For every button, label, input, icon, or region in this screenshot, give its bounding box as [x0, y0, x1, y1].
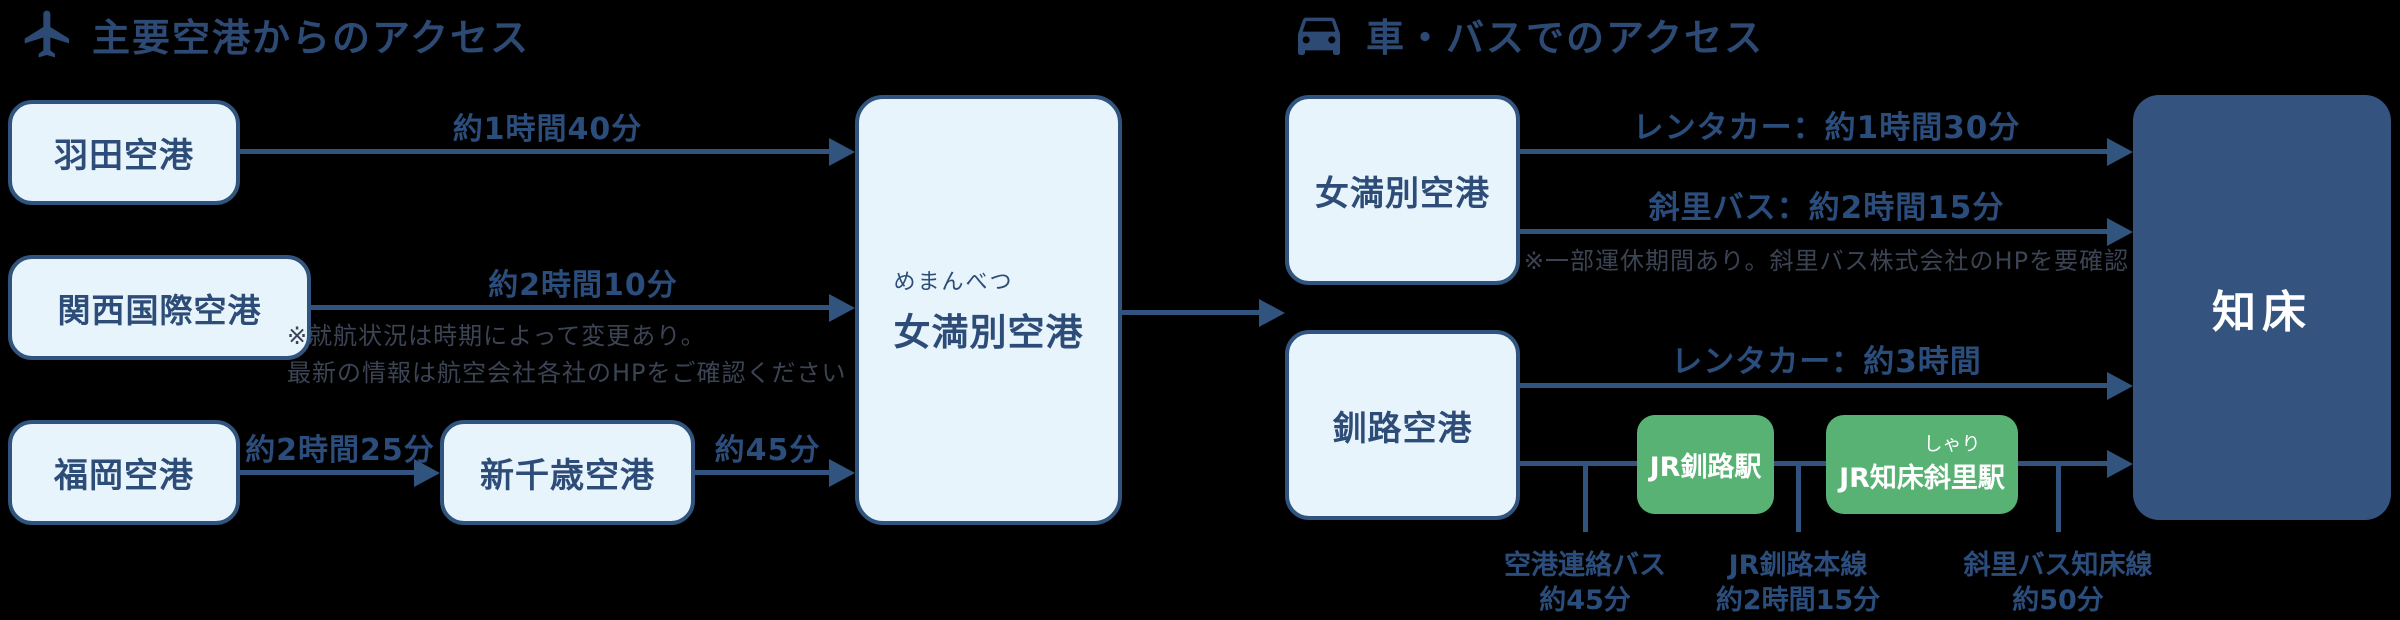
route-label-fukuoka: 約2時間25分 [245, 433, 435, 468]
node-kansai-label: 関西国際空港 [57, 290, 262, 330]
jr-main-line-name: JR釧路本線 [1728, 550, 1868, 581]
route-label-kansai: 約2時間10分 [488, 268, 678, 303]
tick-shari-bus-line [2056, 463, 2061, 532]
flight-note-line1: ※就航状況は時期によって変更あり。 [287, 322, 706, 350]
flight-schedule-note: ※就航状況は時期によって変更あり。 最新の情報は航空会社各社のHPをご確認くださ… [287, 318, 847, 392]
jr-main-line-time: 約2時間15分 [1715, 585, 1881, 616]
memanbetsu-furigana: めまんべつ [893, 270, 1014, 295]
air-access-title: 主要空港からのアクセス [92, 14, 531, 60]
segment-label-jr-main-line: JR釧路本線 約2時間15分 [1648, 548, 1948, 618]
arrow-jr-bus-route [1520, 461, 2107, 466]
tick-airport-bus [1583, 463, 1588, 532]
arrow-chitose-to-memanbetsu [695, 470, 829, 475]
node-shinchitose-airport: 新千歳空港 [440, 420, 695, 525]
shari-bus-note: ※一部運休期間あり。斜里バス株式会社のHPを要確認 [1523, 247, 2130, 275]
airport-bus-name: 空港連絡バス [1504, 550, 1666, 581]
arrow-kansai-to-memanbetsu [311, 305, 829, 310]
arrow-rentacar-memanbetsu [1520, 149, 2107, 154]
segment-label-airport-bus: 空港連絡バス 約45分 [1435, 548, 1735, 618]
tick-jr-main-line [1796, 463, 1801, 532]
segment-label-shari-bus-line: 斜里バス知床線 約50分 [1908, 548, 2208, 618]
node-haneda-label: 羽田空港 [54, 136, 194, 176]
arrow-haneda-to-memanbetsu [240, 149, 829, 154]
shari-bus-line-time: 約50分 [2012, 585, 2104, 616]
airplane-icon [24, 10, 70, 58]
airport-bus-time: 約45分 [1539, 585, 1631, 616]
arrow-fukuoka-to-chitose [240, 470, 414, 475]
route-label-rentacar-memanbetsu: レンタカー：約1時間30分 [1632, 110, 2021, 146]
arrow-memanbetsu-to-ground-section [1122, 310, 1259, 315]
arrow-rentacar-kushiro [1520, 383, 2107, 388]
node-kushiro-airport: 釧路空港 [1285, 330, 1520, 520]
route-label-chitose: 約45分 [714, 433, 821, 468]
node-haneda-airport: 羽田空港 [8, 100, 240, 205]
node-fukuoka-airport: 福岡空港 [8, 420, 240, 525]
node-shinchitose-label: 新千歳空港 [480, 456, 655, 496]
arrow-shari-bus [1520, 229, 2107, 234]
node-memanbetsu-ground-label: 女満別空港 [1315, 173, 1490, 214]
route-label-haneda: 約1時間40分 [452, 112, 643, 147]
node-kushiro-label: 釧路空港 [1332, 408, 1473, 449]
route-label-shari-bus: 斜里バス：約2時間15分 [1648, 190, 2005, 226]
node-memanbetsu-airport-main: めまんべつ 女満別空港 [855, 95, 1122, 525]
node-memanbetsu-airport-ground: 女満別空港 [1285, 95, 1520, 285]
air-access-header: 主要空港からのアクセス [20, 6, 530, 62]
ground-access-title: 車・バスでのアクセス [1366, 14, 1765, 60]
route-label-rentacar-kushiro: レンタカー：約3時間 [1671, 344, 1982, 380]
node-fukuoka-label: 福岡空港 [54, 456, 194, 496]
node-shiretoko-destination: 知床 [2133, 95, 2391, 520]
shari-furigana: しゃり [1923, 433, 1981, 455]
shiretoko-label: 知床 [2212, 286, 2312, 338]
node-jr-shiretoko-shari-station: しゃり JR知床斜里駅 [1826, 415, 2018, 514]
node-jr-kushiro-station: JR釧路駅 [1637, 415, 1774, 514]
jr-shari-label: JR知床斜里駅 [1839, 463, 2005, 494]
car-icon [1298, 17, 1340, 55]
shari-bus-line-name: 斜里バス知床線 [1963, 550, 2153, 581]
flight-note-line2: 最新の情報は航空会社各社のHPをご確認ください [287, 359, 847, 387]
node-memanbetsu-label: 女満別空港 [893, 311, 1084, 354]
ground-access-header: 車・バスでのアクセス [1288, 6, 1764, 62]
jr-kushiro-label: JR釧路駅 [1649, 452, 1762, 483]
node-kansai-airport: 関西国際空港 [8, 255, 311, 360]
